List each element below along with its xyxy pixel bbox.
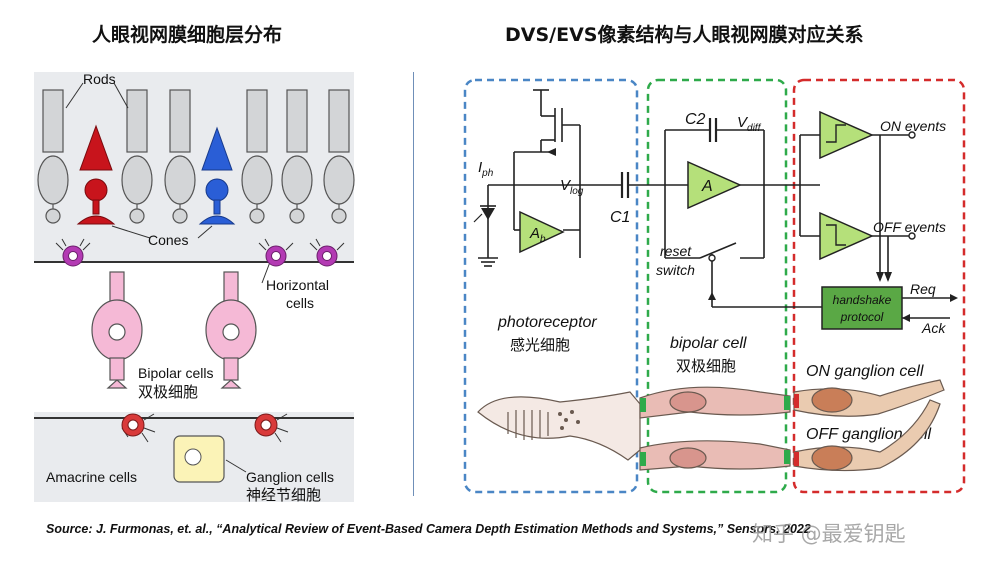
- off-ganglion-soma: [811, 445, 853, 471]
- horizontal-cell: [55, 238, 91, 267]
- off-threshold-icon: [826, 224, 846, 246]
- ganglion-cell: [173, 435, 225, 483]
- rods-label: Rods: [83, 71, 116, 87]
- a-label: A: [701, 178, 713, 195]
- bipolar-cell: [205, 271, 257, 389]
- photoreceptor-box: [463, 78, 639, 494]
- amacrine-cell: [254, 413, 289, 443]
- rod-cell: [323, 89, 355, 224]
- rod-cell: [121, 89, 153, 224]
- on-events-label: ON events: [880, 118, 946, 134]
- bipolar-box: [646, 78, 788, 494]
- comparator-off: [819, 211, 874, 261]
- bipolar-soma-bottom: [669, 447, 707, 469]
- bipolar-cell-label-cn: 双极细胞: [676, 358, 736, 375]
- rod-cell: [164, 89, 196, 224]
- photoreceptor-label-cn: 感光细胞: [510, 337, 570, 354]
- neuron-illustration: [477, 379, 945, 472]
- capacitors: [620, 118, 718, 198]
- photoreceptor-label: photoreceptor: [497, 314, 597, 331]
- on-threshold-icon: [826, 124, 846, 143]
- terminals: [708, 131, 916, 262]
- bipolar-soma-top: [669, 391, 707, 413]
- photoreceptor-dots: [558, 410, 580, 430]
- rod-cell: [281, 89, 313, 224]
- bipolar-cell-label: bipolar cell: [670, 335, 747, 352]
- bipolar-neuron-bottom: [639, 440, 791, 471]
- horizontal-cells: [55, 238, 345, 267]
- watermark: 知乎 @最爱钥匙: [752, 522, 906, 546]
- bipolar-neuron-top: [639, 386, 791, 419]
- handshake-label-1: handshake: [833, 293, 892, 307]
- iph-label: Iph: [478, 159, 494, 179]
- reset-label: reset: [660, 243, 692, 259]
- amacrine-cells: [121, 413, 289, 443]
- arrows: [547, 148, 958, 322]
- horizontal-label-2: cells: [286, 295, 314, 311]
- retina-middle-band: [34, 262, 354, 412]
- dvs-pixel-diagram: Iph Vlog Ab C1 C2 Vdiff A reset switch O…: [463, 78, 966, 494]
- amacrine-cell: [121, 413, 156, 443]
- amp-ab: [519, 210, 565, 254]
- req-label: Req: [910, 281, 936, 297]
- ganglion-label-cn: 神经节细胞: [246, 487, 321, 504]
- horizontal-label-1: Horizontal: [266, 277, 329, 293]
- retina-diagram: Rods Cones Horizontal cells: [34, 71, 355, 504]
- vlog-label: Vlog: [560, 177, 584, 197]
- off-events-label: OFF events: [873, 219, 946, 235]
- ganglion-box: [792, 78, 966, 494]
- c1-label: C1: [610, 209, 630, 226]
- handshake-block: [821, 286, 903, 330]
- bipolar-label: Bipolar cells: [138, 365, 213, 381]
- photodiode: [481, 208, 495, 220]
- amp-a: [687, 160, 742, 210]
- blue-cone-cell: [198, 126, 236, 225]
- bipolar-cell: [91, 271, 143, 389]
- photoreceptor-folds: [507, 410, 549, 440]
- ganglion-label: Ganglion cells: [246, 469, 334, 485]
- bipolar-label-cn: 双极细胞: [138, 384, 198, 401]
- photoreceptor-neuron: [477, 391, 641, 461]
- panel-divider: [413, 72, 414, 496]
- source-citation: Source: J. Furmonas, et. al., “Analytica…: [46, 522, 811, 536]
- horizontal-cell: [309, 238, 345, 267]
- on-ganglion-soma: [811, 387, 853, 413]
- red-cone-cell: [76, 124, 116, 225]
- ganglion-synapse-markers: [794, 394, 799, 466]
- amacrine-label: Amacrine cells: [46, 469, 137, 485]
- handshake-label-2: protocol: [840, 310, 884, 324]
- vdiff-label: Vdiff: [737, 114, 762, 134]
- retina-title: 人眼视网膜细胞层分布: [92, 24, 283, 46]
- horizontal-cell: [258, 238, 294, 267]
- rod-cell: [37, 89, 69, 224]
- ab-label: Ab: [529, 225, 546, 245]
- cones-label: Cones: [148, 232, 188, 248]
- c2-label: C2: [685, 111, 706, 128]
- rod-cell: [241, 89, 273, 224]
- dvs-title: DVS/EVS像素结构与人眼视网膜对应关系: [505, 24, 864, 46]
- ack-label: Ack: [921, 320, 946, 336]
- synapse-markers: [640, 396, 790, 466]
- rod-cells: [37, 89, 355, 224]
- comparator-on: [819, 110, 874, 160]
- on-ganglion-label: ON ganglion cell: [806, 363, 924, 380]
- switch-label: switch: [656, 262, 695, 278]
- bipolar-cells: [91, 271, 257, 389]
